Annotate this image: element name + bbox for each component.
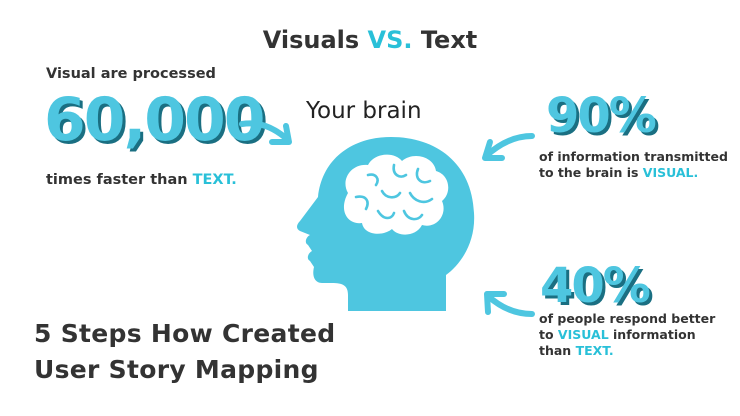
- top-right-line2-accent: VISUAL.: [642, 165, 699, 180]
- footer-line2: User Story Mapping: [34, 355, 319, 384]
- left-stat-tail-text: times faster than: [46, 172, 193, 188]
- brain-label: Your brain: [306, 98, 422, 124]
- left-stat-intro: Visual are processed: [46, 66, 216, 82]
- left-stat-tail: times faster than TEXT.: [46, 172, 237, 189]
- bottom-right-stat-line3: than TEXT.: [539, 342, 614, 359]
- bottom-right-line3-accent: TEXT.: [575, 343, 614, 358]
- bottom-right-line3-pre: than: [539, 343, 576, 358]
- footer-caption: 5 Steps How Created User Story Mapping: [34, 316, 335, 388]
- bottom-right-stat-number: 40%: [540, 258, 651, 314]
- bottom-right-line2-post: information: [608, 327, 696, 342]
- head-silhouette-icon: [297, 137, 475, 311]
- bottom-right-stat-line1: of people respond better: [539, 311, 716, 326]
- page-title: Visuals VS. Text: [0, 26, 740, 54]
- arrow-icon: [239, 120, 292, 145]
- top-right-line2-text: to the brain is: [539, 165, 643, 180]
- left-stat-number: 60,000: [44, 85, 266, 155]
- top-right-stat-number: 90%: [546, 88, 657, 144]
- bottom-right-line2-accent: VISUAL: [557, 327, 609, 342]
- footer-line1: 5 Steps How Created: [34, 319, 336, 348]
- title-accent: VS.: [367, 26, 413, 54]
- arrow-icon: [482, 133, 535, 161]
- top-right-stat-line1: of information transmitted: [539, 149, 728, 164]
- top-right-stat-line2: to the brain is VISUAL.: [539, 164, 698, 181]
- title-part1: Visuals: [262, 26, 368, 54]
- arrow-icon: [484, 291, 535, 317]
- left-stat-tail-accent: TEXT.: [192, 172, 237, 188]
- title-part2: Text: [412, 26, 478, 54]
- bottom-right-stat-line2: to VISUAL information: [539, 326, 696, 343]
- bottom-right-line2-pre: to: [539, 327, 558, 342]
- brain-icon: [343, 154, 449, 235]
